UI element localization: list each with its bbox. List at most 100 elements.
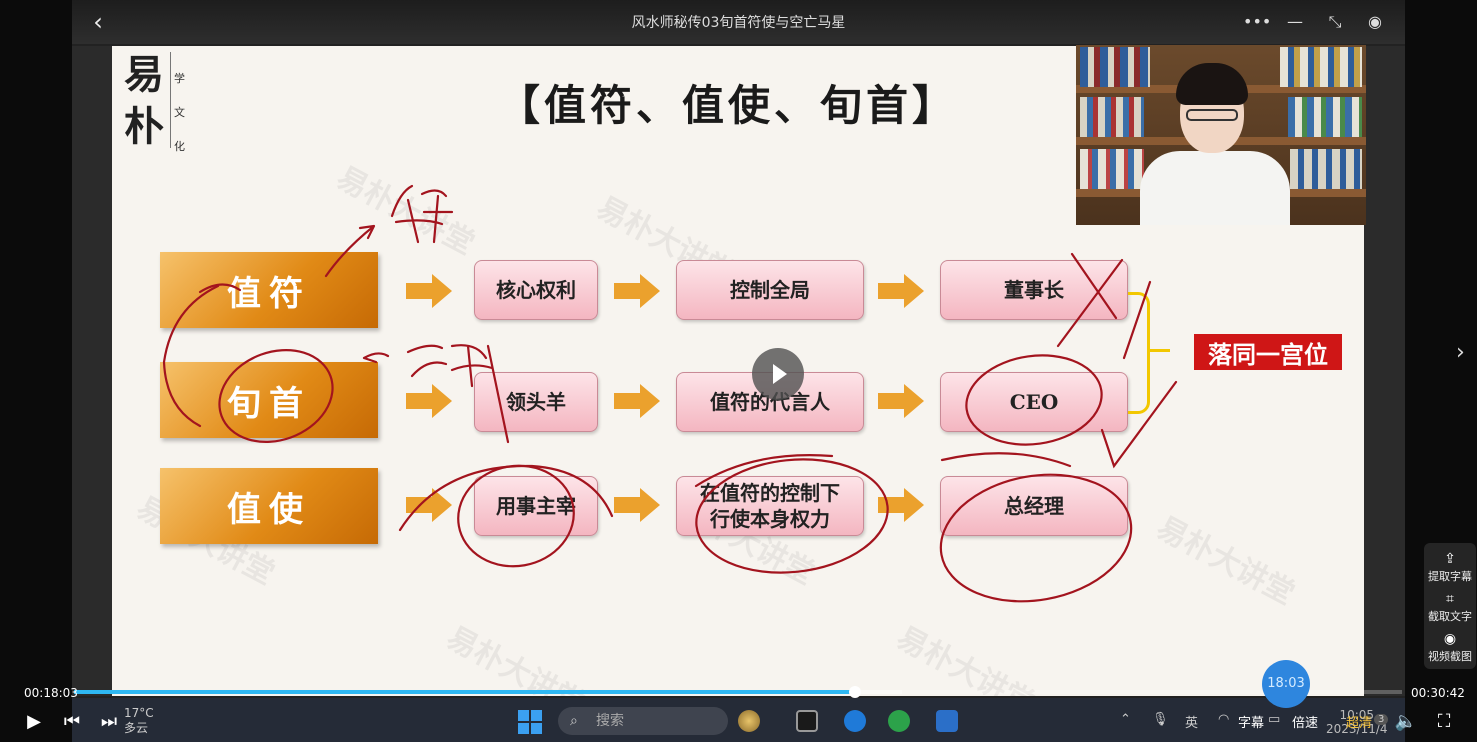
back-icon[interactable]: ‹ (93, 8, 103, 36)
app-icon (796, 710, 818, 732)
logo: 易 朴 学 文 化 (124, 48, 190, 153)
concept-box: 控制全局 (676, 260, 864, 320)
webcam-inset (1076, 45, 1366, 225)
recorded-taskbar: 17°C 多云 ⌕ 搜索 ⌃ 🎙 英 ◠ ▭ 10:05 2023/11/4 3 (72, 698, 1405, 742)
current-time: 00:18:03 (24, 686, 78, 700)
arrow-right-icon (406, 488, 452, 522)
fullscreen-icon[interactable]: ⛶ (1437, 711, 1451, 732)
screenshot-button[interactable]: ◉ 视频截图 (1424, 631, 1476, 664)
callout-label: 落同一宫位 (1194, 334, 1342, 370)
progress-bar[interactable] (74, 686, 1402, 698)
slide-title: 【值符、值使、旬首】 (498, 81, 959, 130)
ime-indicator: 英 (1185, 716, 1199, 731)
logo-char: 易 (124, 51, 164, 98)
arrow-right-icon (614, 384, 660, 418)
watermark: 易朴大讲堂 (440, 620, 590, 696)
logo-small-char: 学 (174, 72, 185, 85)
minimize-icon[interactable]: — (1287, 12, 1303, 31)
weather-desc: 多云 (124, 721, 149, 735)
notification-badge: 3 (1374, 714, 1389, 725)
speed-button[interactable]: 倍速 (1292, 716, 1319, 731)
battery-icon: ▭ (1268, 712, 1281, 727)
books (1290, 149, 1362, 189)
concept-box: 董事长 (940, 260, 1128, 320)
screenshot-label: 视频截图 (1428, 650, 1472, 663)
concept-box: 领头羊 (474, 372, 598, 432)
weather-widget: 17°C 多云 (124, 706, 154, 736)
extract-subtitles-label: 提取字幕 (1428, 570, 1472, 583)
more-icon[interactable]: ••• (1243, 12, 1272, 31)
play-overlay-button[interactable] (752, 348, 804, 400)
tray-chevron-icon: ⌃ (1120, 712, 1131, 727)
windows-start-icon (518, 710, 542, 734)
concept-box: 在值符的控制下 行使本身权力 (676, 476, 864, 536)
logo-char: 朴 (124, 103, 164, 150)
capture-text-button[interactable]: ⌗ 截取文字 (1424, 591, 1476, 624)
books (1080, 97, 1144, 137)
volume-icon[interactable]: 🔈 (1394, 711, 1418, 732)
concept-box: CEO (940, 372, 1128, 432)
wechat-icon (888, 710, 910, 732)
extract-subtitles-button[interactable]: ⇪ 提取字幕 (1424, 551, 1476, 584)
previous-icon[interactable]: ⏮ (63, 711, 81, 732)
record-icon[interactable]: ◉ (1368, 12, 1382, 31)
watermark: 易朴大讲堂 (1150, 510, 1300, 612)
concept-box: 用事主宰 (474, 476, 598, 536)
arrow-right-icon (406, 274, 452, 308)
concept-box: 总经理 (940, 476, 1128, 536)
edge-icon (844, 710, 866, 732)
search-icon: ⌕ (570, 713, 578, 729)
capture-text-label: 截取文字 (1428, 610, 1472, 623)
hover-time-preview: 18:03 (1262, 660, 1310, 708)
camera-icon: ◉ (1443, 631, 1457, 647)
top-bar: ‹ 风水师秘传03旬首符使与空亡马星 ••• — ⤡ ◉ (72, 0, 1405, 44)
arrow-right-icon (878, 384, 924, 418)
side-tools-panel: ⇪ 提取字幕 ⌗ 截取文字 ◉ 视频截图 (1424, 543, 1476, 669)
row-label: 值使 (160, 468, 378, 544)
scan-icon: ⌗ (1446, 591, 1454, 607)
video-title: 风水师秘传03旬首符使与空亡马星 (631, 15, 846, 31)
watermark: 易朴大讲堂 (330, 160, 480, 262)
video-frame[interactable]: ‹ 风水师秘传03旬首符使与空亡马星 ••• — ⤡ ◉ 易朴大讲堂 易朴大讲堂… (72, 0, 1405, 742)
arrow-right-icon (614, 488, 660, 522)
presenter-body (1140, 151, 1290, 225)
chevron-right-icon[interactable]: › (1456, 340, 1465, 365)
books (1280, 47, 1362, 87)
play-icon[interactable]: ▶ (27, 711, 41, 732)
taskbar-clock-time: 10:05 (1339, 708, 1375, 722)
arrow-right-icon (878, 274, 924, 308)
subtitle-button[interactable]: 字幕 (1238, 716, 1265, 731)
mic-icon: 🎙 (1152, 712, 1169, 727)
next-icon[interactable]: ⏭ (100, 711, 118, 732)
wifi-icon: ◠ (1218, 712, 1230, 727)
books (1080, 47, 1150, 87)
taskbar-clock: 10:05 2023/11/4 (1326, 708, 1388, 736)
concept-box: 核心权利 (474, 260, 598, 320)
arrow-right-icon (406, 384, 452, 418)
arrow-right-icon (878, 488, 924, 522)
progress-fill (74, 690, 854, 694)
total-time: 00:30:42 (1411, 686, 1465, 700)
progress-thumb[interactable] (849, 686, 861, 698)
extract-icon: ⇪ (1444, 551, 1456, 567)
logo-small-char: 化 (174, 140, 185, 153)
shrink-icon[interactable]: ⤡ (1328, 12, 1342, 31)
logo-small-char: 文 (174, 106, 185, 119)
presenter-hair (1176, 63, 1248, 105)
row-label: 旬首 (160, 362, 378, 438)
books (1080, 149, 1144, 189)
yellow-bracket (1128, 292, 1150, 414)
video-letterbox-right (1364, 46, 1405, 696)
row-label: 值符 (160, 252, 378, 328)
app-icon (936, 710, 958, 732)
quality-button[interactable]: 超清 (1346, 716, 1373, 731)
weather-temp: 17°C (124, 706, 154, 720)
logo-divider (170, 52, 171, 148)
video-letterbox-left (72, 46, 112, 696)
window-controls: ••• — ⤡ ◉ (1243, 10, 1387, 34)
app-icon (738, 710, 760, 732)
taskbar-clock-date: 2023/11/4 (1326, 722, 1388, 736)
arrow-right-icon (614, 274, 660, 308)
watermark: 易朴大讲堂 (890, 620, 1040, 696)
